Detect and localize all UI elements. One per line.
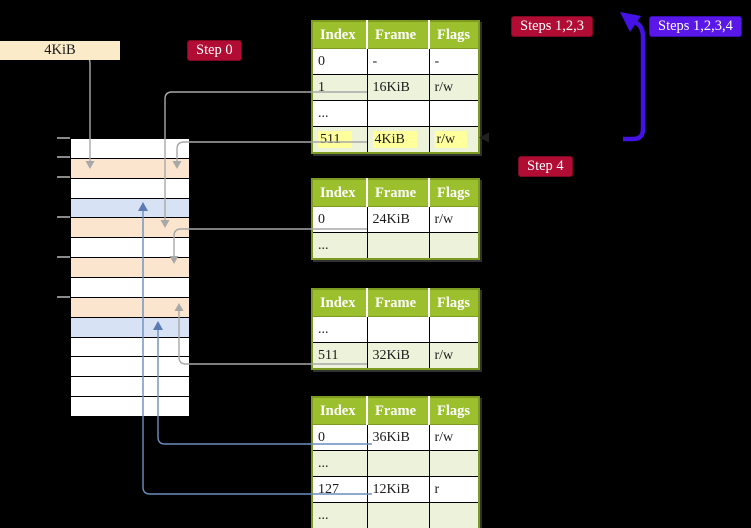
memory-row-12 xyxy=(70,377,190,398)
table-cell: r/w xyxy=(428,424,480,451)
table-cell xyxy=(366,450,430,477)
table-cell: r/w xyxy=(428,74,480,101)
up-left-arrow-icon xyxy=(620,12,641,32)
table-cell: 127 xyxy=(311,476,368,503)
frame-4kib-label: 4KiB xyxy=(0,41,120,60)
table-cell xyxy=(366,232,430,260)
column-header: Frame xyxy=(367,179,430,207)
table-cell: 32KiB xyxy=(366,342,430,370)
column-header: Flags xyxy=(429,21,479,49)
table-row: ... xyxy=(311,100,480,127)
table-cell xyxy=(428,316,480,343)
memory-row-1 xyxy=(70,158,190,179)
table-cell xyxy=(428,232,480,260)
address-tick xyxy=(57,216,70,218)
badge-steps-1-2-3-4: Steps 1,2,3,4 xyxy=(649,16,742,37)
table-cell: r/w xyxy=(428,126,480,154)
table-cell xyxy=(366,316,430,343)
column-header: Index xyxy=(312,179,368,207)
column-header: Index xyxy=(312,21,368,49)
memory-row-9 xyxy=(70,317,190,338)
table-cell xyxy=(428,450,480,477)
table-cell: 24KiB xyxy=(366,206,430,233)
memory-row-5 xyxy=(70,238,190,259)
highlighted-value: 511 xyxy=(318,130,353,148)
table-cell: ... xyxy=(311,100,368,127)
memory-row-8 xyxy=(70,297,190,318)
table-cell xyxy=(428,100,480,127)
memory-row-3 xyxy=(70,198,190,219)
table-cell: 16KiB xyxy=(366,74,430,101)
table-cell xyxy=(428,502,480,528)
table-cell: r xyxy=(428,476,480,503)
table-row: ... xyxy=(311,232,480,260)
return-arrow xyxy=(620,12,646,142)
table-cell: 511 xyxy=(311,126,368,154)
column-header: Index xyxy=(312,397,368,425)
table-row: 511 4KiB r/w xyxy=(311,126,480,154)
address-tick xyxy=(57,296,70,298)
badge-steps-1-2-3: Steps 1,2,3 xyxy=(511,16,594,37)
table-cell: 1 xyxy=(311,74,368,101)
black-arrowhead-icon xyxy=(479,132,489,143)
table-cell: 511 xyxy=(311,342,368,370)
table-cell xyxy=(366,100,430,127)
address-tick xyxy=(57,156,70,158)
badge-step-4: Step 4 xyxy=(518,156,573,177)
memory-row-10 xyxy=(70,337,190,358)
column-header: Index xyxy=(312,289,368,317)
column-header: Flags xyxy=(429,397,479,425)
column-header: Flags xyxy=(429,289,479,317)
table-row: ... xyxy=(311,450,480,477)
memory-row-13 xyxy=(70,397,190,418)
table-cell xyxy=(366,502,430,528)
memory-row-6 xyxy=(70,258,190,279)
return-arrow-line xyxy=(623,19,646,142)
highlighted-value: r/w xyxy=(434,130,468,148)
memory-row-0 xyxy=(70,139,190,159)
address-tick xyxy=(57,256,70,258)
table-row: ... xyxy=(311,502,480,528)
table-cell: ... xyxy=(311,450,368,477)
address-tick xyxy=(57,176,70,178)
memory-row-7 xyxy=(70,278,190,298)
table-cell: ... xyxy=(311,232,368,260)
column-header: Frame xyxy=(367,21,430,49)
table-row: ... xyxy=(311,316,480,343)
column-header: Frame xyxy=(367,289,430,317)
table-cell: - xyxy=(428,48,480,75)
table-row: 0-- xyxy=(311,48,480,75)
memory-row-4 xyxy=(70,218,190,239)
table-cell: ... xyxy=(311,316,368,343)
table-cell: 36KiB xyxy=(366,424,430,451)
column-header: Flags xyxy=(429,179,479,207)
physical-memory-stripe xyxy=(70,138,190,418)
table-cell: ... xyxy=(311,502,368,528)
table-cell: 4KiB xyxy=(366,126,430,154)
column-header: Frame xyxy=(367,397,430,425)
table-cell: r/w xyxy=(428,342,480,370)
badge-step-0: Step 0 xyxy=(187,40,242,61)
address-tick xyxy=(57,137,70,139)
table-cell: 0 xyxy=(311,206,368,233)
table-cell: - xyxy=(366,48,430,75)
table-cell: 12KiB xyxy=(366,476,430,503)
table-cell: 0 xyxy=(311,48,368,75)
memory-row-11 xyxy=(70,357,190,378)
table-cell: 0 xyxy=(311,424,368,451)
memory-row-2 xyxy=(70,178,190,199)
table-cell: r/w xyxy=(428,206,480,233)
highlighted-value: 4KiB xyxy=(372,130,417,148)
